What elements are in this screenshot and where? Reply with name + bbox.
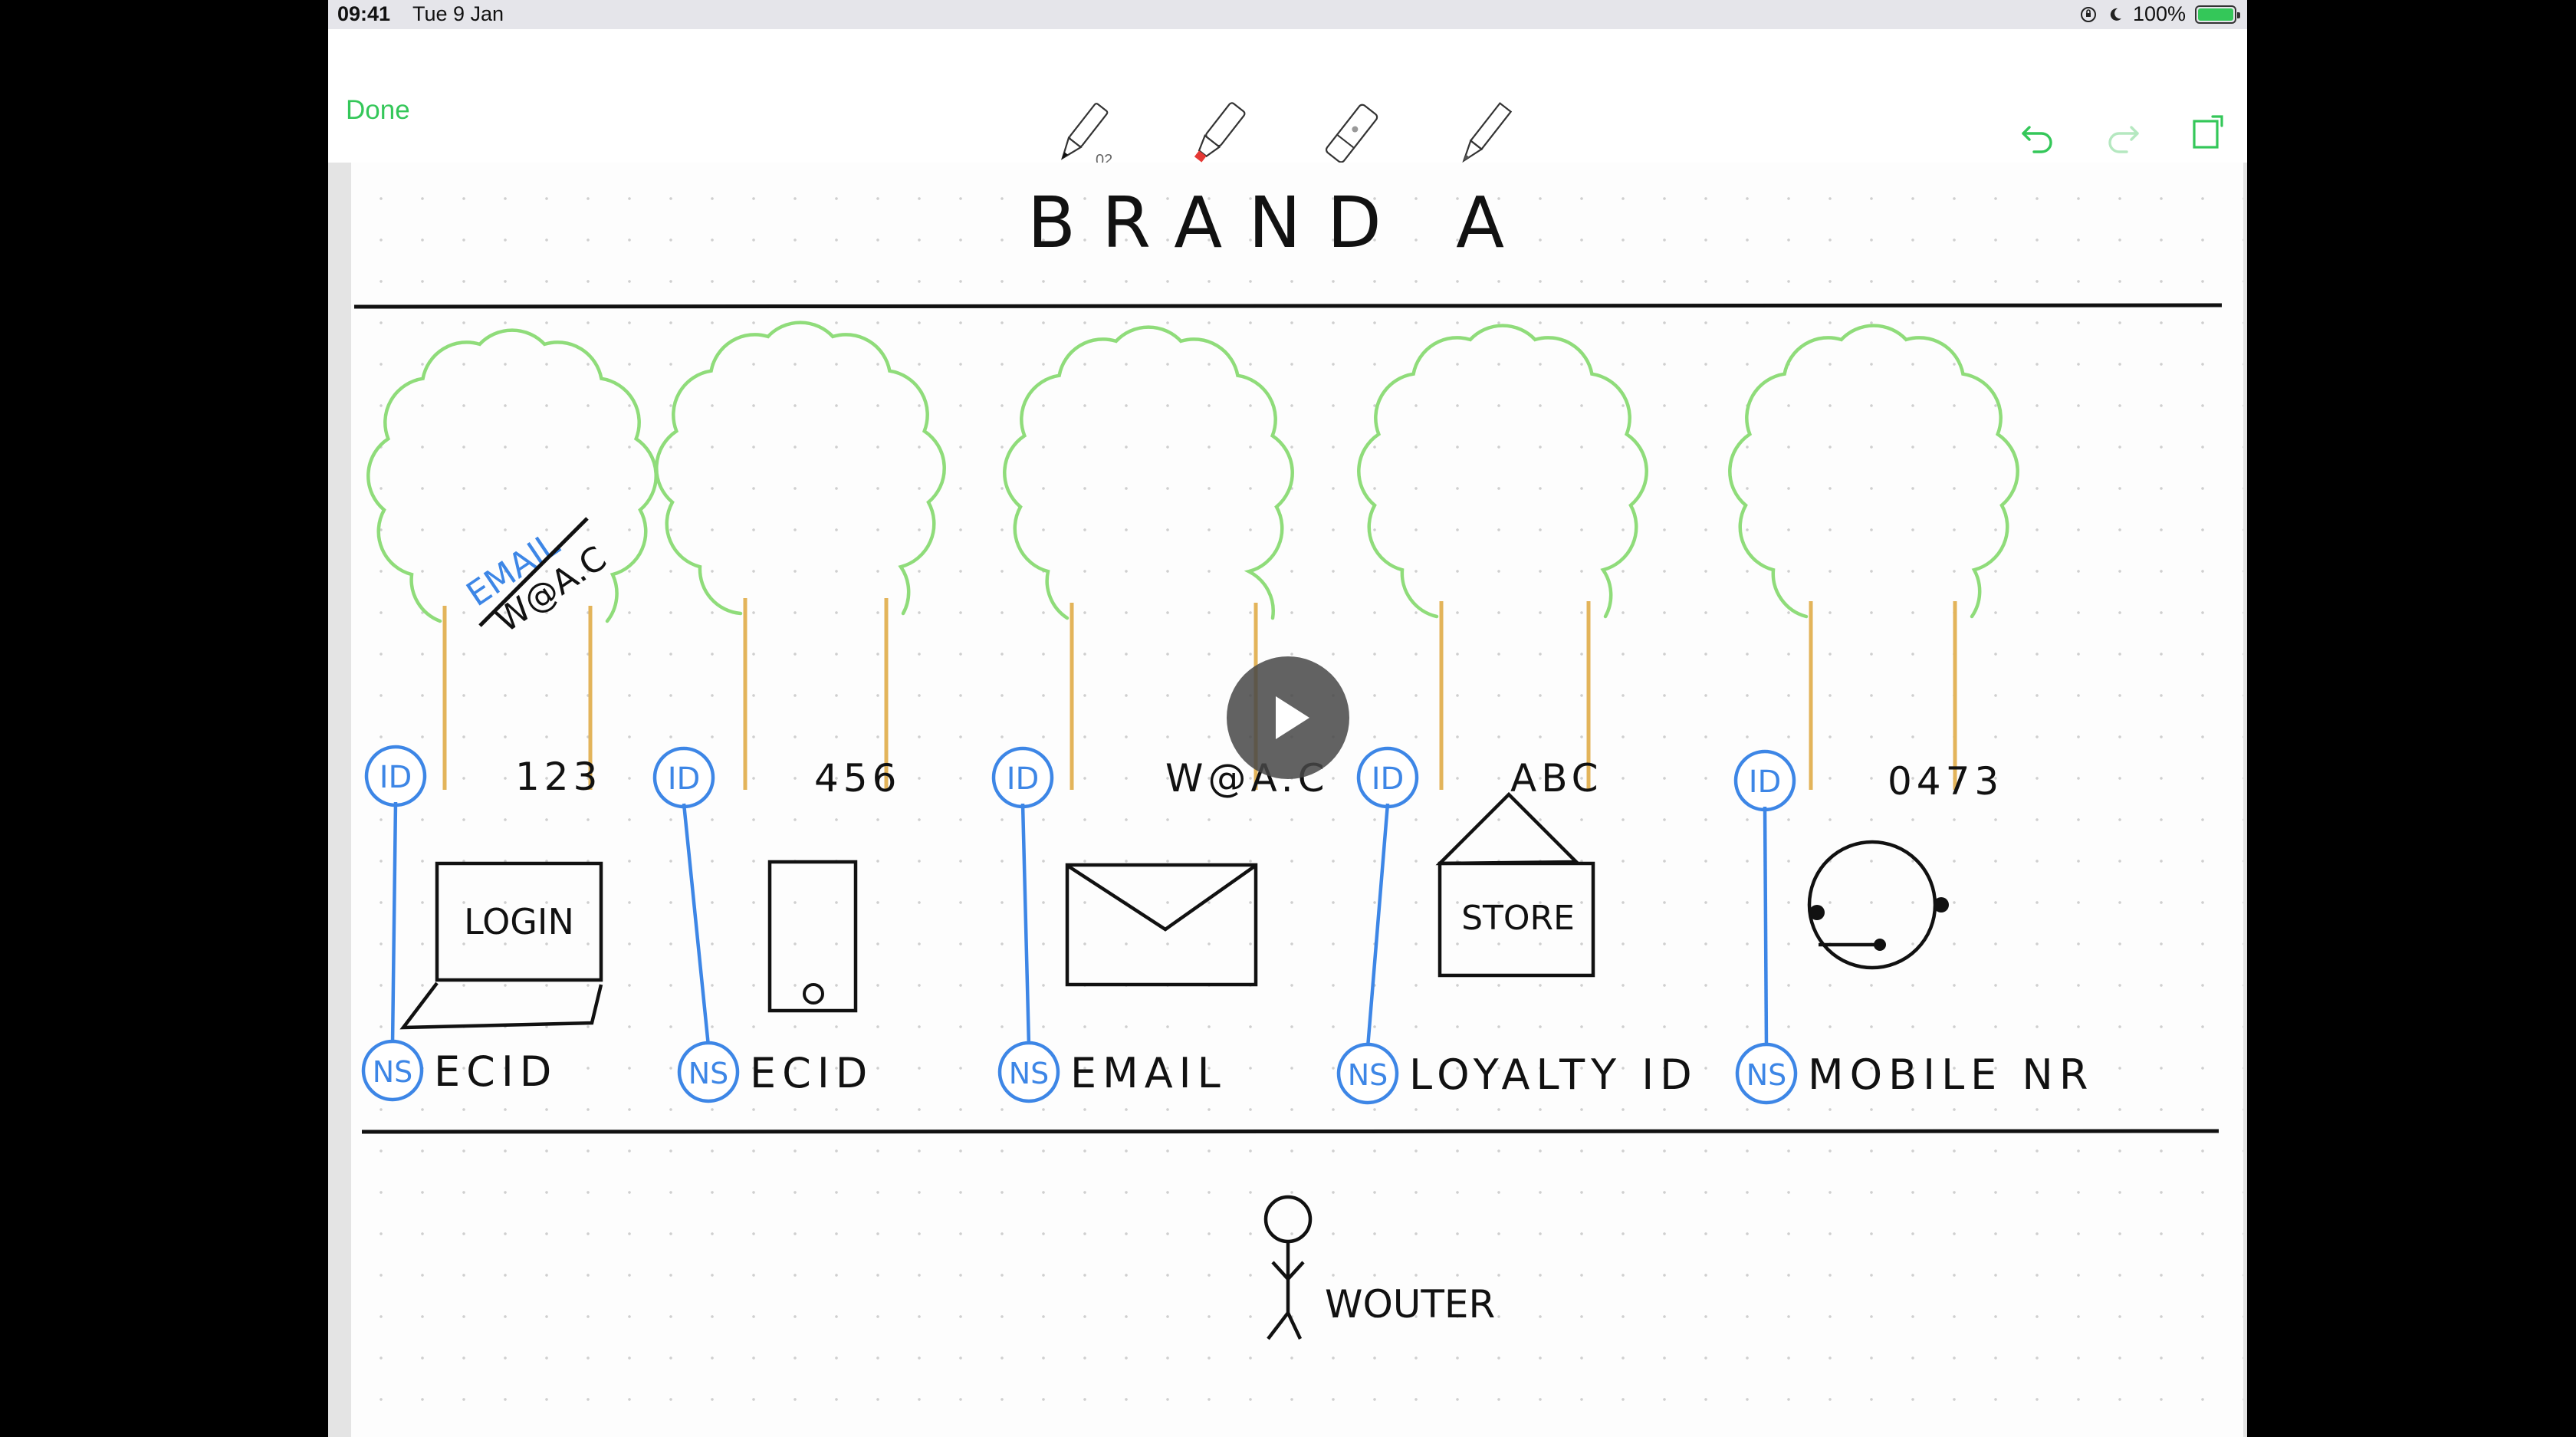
identity-link	[682, 803, 711, 1047]
tree-crown	[1003, 325, 1294, 620]
share-icon[interactable]	[2190, 109, 2228, 152]
ns-badge	[1336, 1042, 1399, 1105]
status-time: 09:41	[337, 2, 391, 25]
identity-link	[1365, 803, 1390, 1048]
identity-link	[1020, 803, 1031, 1047]
id-badge-label: ID	[1007, 761, 1040, 797]
tree-crown	[1357, 324, 1648, 619]
annotation-underline	[478, 517, 589, 627]
identity-value: 123	[515, 755, 602, 799]
status-date: Tue 9 Jan	[412, 2, 504, 25]
marker-tool-icon[interactable]	[1185, 98, 1247, 175]
sketch-layer: BRAND A IDNS123ECIDIDNS456ECIDIDNSW@A.CE…	[353, 182, 2223, 1340]
battery-icon	[2195, 5, 2240, 24]
envelope-icon	[1065, 863, 1258, 987]
namespace-name: EMAIL	[1070, 1049, 1227, 1097]
markup-toolbar: Done 02	[328, 29, 2247, 186]
pen-tool-icon[interactable]	[1049, 98, 1110, 175]
ns-badge	[677, 1041, 740, 1103]
done-button[interactable]: Done	[346, 95, 410, 125]
tree-crown	[1728, 324, 2019, 619]
status-bar: 09:41 Tue 9 Jan 100%	[328, 0, 2247, 29]
play-icon	[1276, 696, 1309, 739]
ns-badge-label: NS	[688, 1057, 729, 1090]
namespace-name: ECID	[434, 1047, 557, 1096]
ns-badge-label: NS	[1009, 1057, 1050, 1090]
identity-value: ABC	[1510, 756, 1603, 801]
laptop-screen-label: LOGIN	[464, 901, 574, 942]
redo-icon[interactable]	[2104, 115, 2142, 153]
ns-badge-label: NS	[1348, 1058, 1388, 1092]
phone-icon	[767, 860, 858, 1013]
identity-link	[1763, 806, 1769, 1048]
person-name: WOUTER	[1325, 1282, 1495, 1327]
tree-crown	[366, 328, 658, 623]
ns-badge	[1735, 1042, 1798, 1105]
sketch-title: BRAND A	[1027, 182, 1530, 264]
tree-crown	[655, 321, 946, 616]
id-badge-label: ID	[668, 761, 701, 797]
namespace-name: ECID	[750, 1049, 873, 1097]
namespace-name: LOYALTY ID	[1409, 1051, 1698, 1099]
identity-link	[390, 801, 398, 1045]
orientation-lock-icon	[2080, 6, 2096, 22]
laptop-icon: LOGIN	[399, 861, 603, 1030]
namespace-name: MOBILE NR	[1808, 1051, 2094, 1099]
eraser-tool-icon[interactable]	[1319, 98, 1380, 175]
headset-icon	[1807, 840, 1949, 970]
status-right: 100%	[2079, 2, 2240, 26]
identity-value: 456	[814, 756, 901, 801]
pencil-tool-icon[interactable]	[1452, 98, 1513, 175]
battery-percent: 100%	[2132, 2, 2186, 25]
ns-badge-label: NS	[1746, 1058, 1787, 1092]
id-badge-label: ID	[1749, 765, 1782, 800]
ns-badge-label: NS	[373, 1055, 413, 1089]
ipad-screen: 09:41 Tue 9 Jan 100% Done	[328, 0, 2247, 1437]
moon-icon	[2110, 8, 2121, 21]
ns-badge	[361, 1039, 424, 1102]
ns-badge	[997, 1041, 1060, 1103]
undo-icon[interactable]	[2019, 115, 2057, 153]
person-figure	[1263, 1195, 1313, 1340]
store-label: STORE	[1461, 899, 1575, 938]
id-badge-label: ID	[1372, 761, 1405, 797]
top-divider	[353, 303, 2223, 309]
bottom-divider	[361, 1129, 2220, 1134]
store-icon: STORE	[1435, 791, 1595, 978]
identity-value: 0473	[1888, 759, 2003, 804]
margin-left	[328, 163, 351, 1437]
id-badge-label: ID	[380, 760, 412, 795]
video-play-button[interactable]	[1227, 656, 1349, 779]
